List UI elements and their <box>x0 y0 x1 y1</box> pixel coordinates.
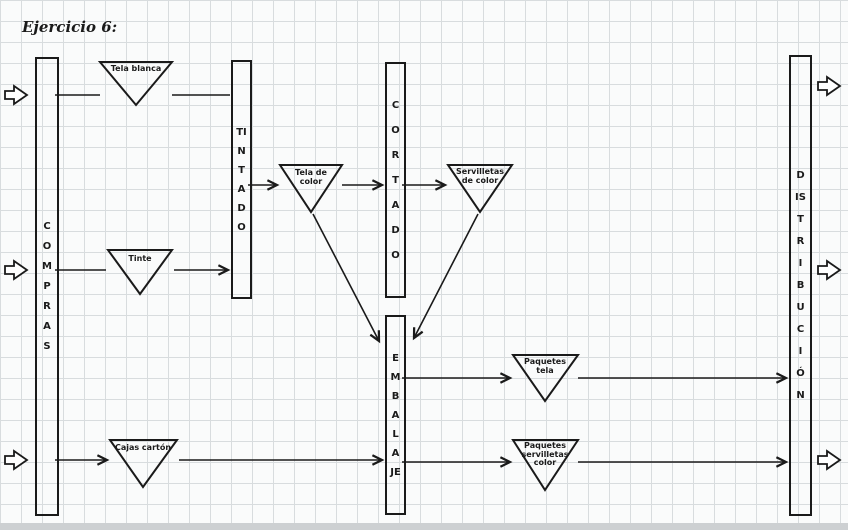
station-tintado: TINTADO <box>231 60 252 299</box>
station-compras-label: COMPRAS <box>42 220 52 352</box>
input-arrow-top <box>4 84 29 106</box>
flow-tela-de-color-to-embalaje <box>312 213 381 344</box>
inventory-cajas-carton-label: Cajas cartón <box>114 443 172 452</box>
station-cortado: CORTADO <box>385 62 406 298</box>
input-arrow-bottom <box>4 449 29 471</box>
inventory-servilletas-de-color-triangle <box>446 164 514 214</box>
inventory-paquetes-tela-label: Paquetes tela <box>524 357 566 375</box>
inventory-cajas-carton-triangle <box>108 439 179 489</box>
inventory-tela-de-color-label: Tela de color <box>295 168 327 186</box>
output-arrow-middle <box>817 259 842 281</box>
inventory-paquetes-servilletas-label: Paquetes servilletas color <box>521 441 569 467</box>
station-embalaje-label: EMBALAJE <box>390 352 401 478</box>
station-distribucion: DISTRIBUCIÓN <box>789 55 812 516</box>
input-arrow-middle <box>4 259 29 281</box>
exercise-title: Ejercicio 6: <box>22 18 118 36</box>
inventory-tela-de-color-triangle <box>278 164 344 214</box>
station-compras: COMPRAS <box>35 57 59 516</box>
station-tintado-label: TINTADO <box>236 126 247 233</box>
inventory-tinte-label: Tinte <box>128 254 152 263</box>
inventory-tela-blanca-label: Tela blanca <box>110 64 162 73</box>
flow-servilletas-to-embalaje <box>412 213 479 341</box>
inventory-servilletas-de-color-label: Servilletas de color <box>456 167 504 185</box>
paper-bottom-edge <box>0 523 848 530</box>
station-cortado-label: CORTADO <box>391 99 400 261</box>
inventory-tela-blanca-triangle <box>97 61 175 107</box>
inventory-paquetes-tela-triangle <box>511 354 580 403</box>
inventory-tinte-triangle <box>106 249 174 296</box>
output-arrow-bottom <box>817 449 842 471</box>
inventory-paquetes-servilletas-triangle <box>511 439 580 492</box>
station-embalaje: EMBALAJE <box>385 315 406 515</box>
station-distribucion-label: DISTRIBUCIÓN <box>795 169 806 401</box>
output-arrow-top <box>817 75 842 97</box>
